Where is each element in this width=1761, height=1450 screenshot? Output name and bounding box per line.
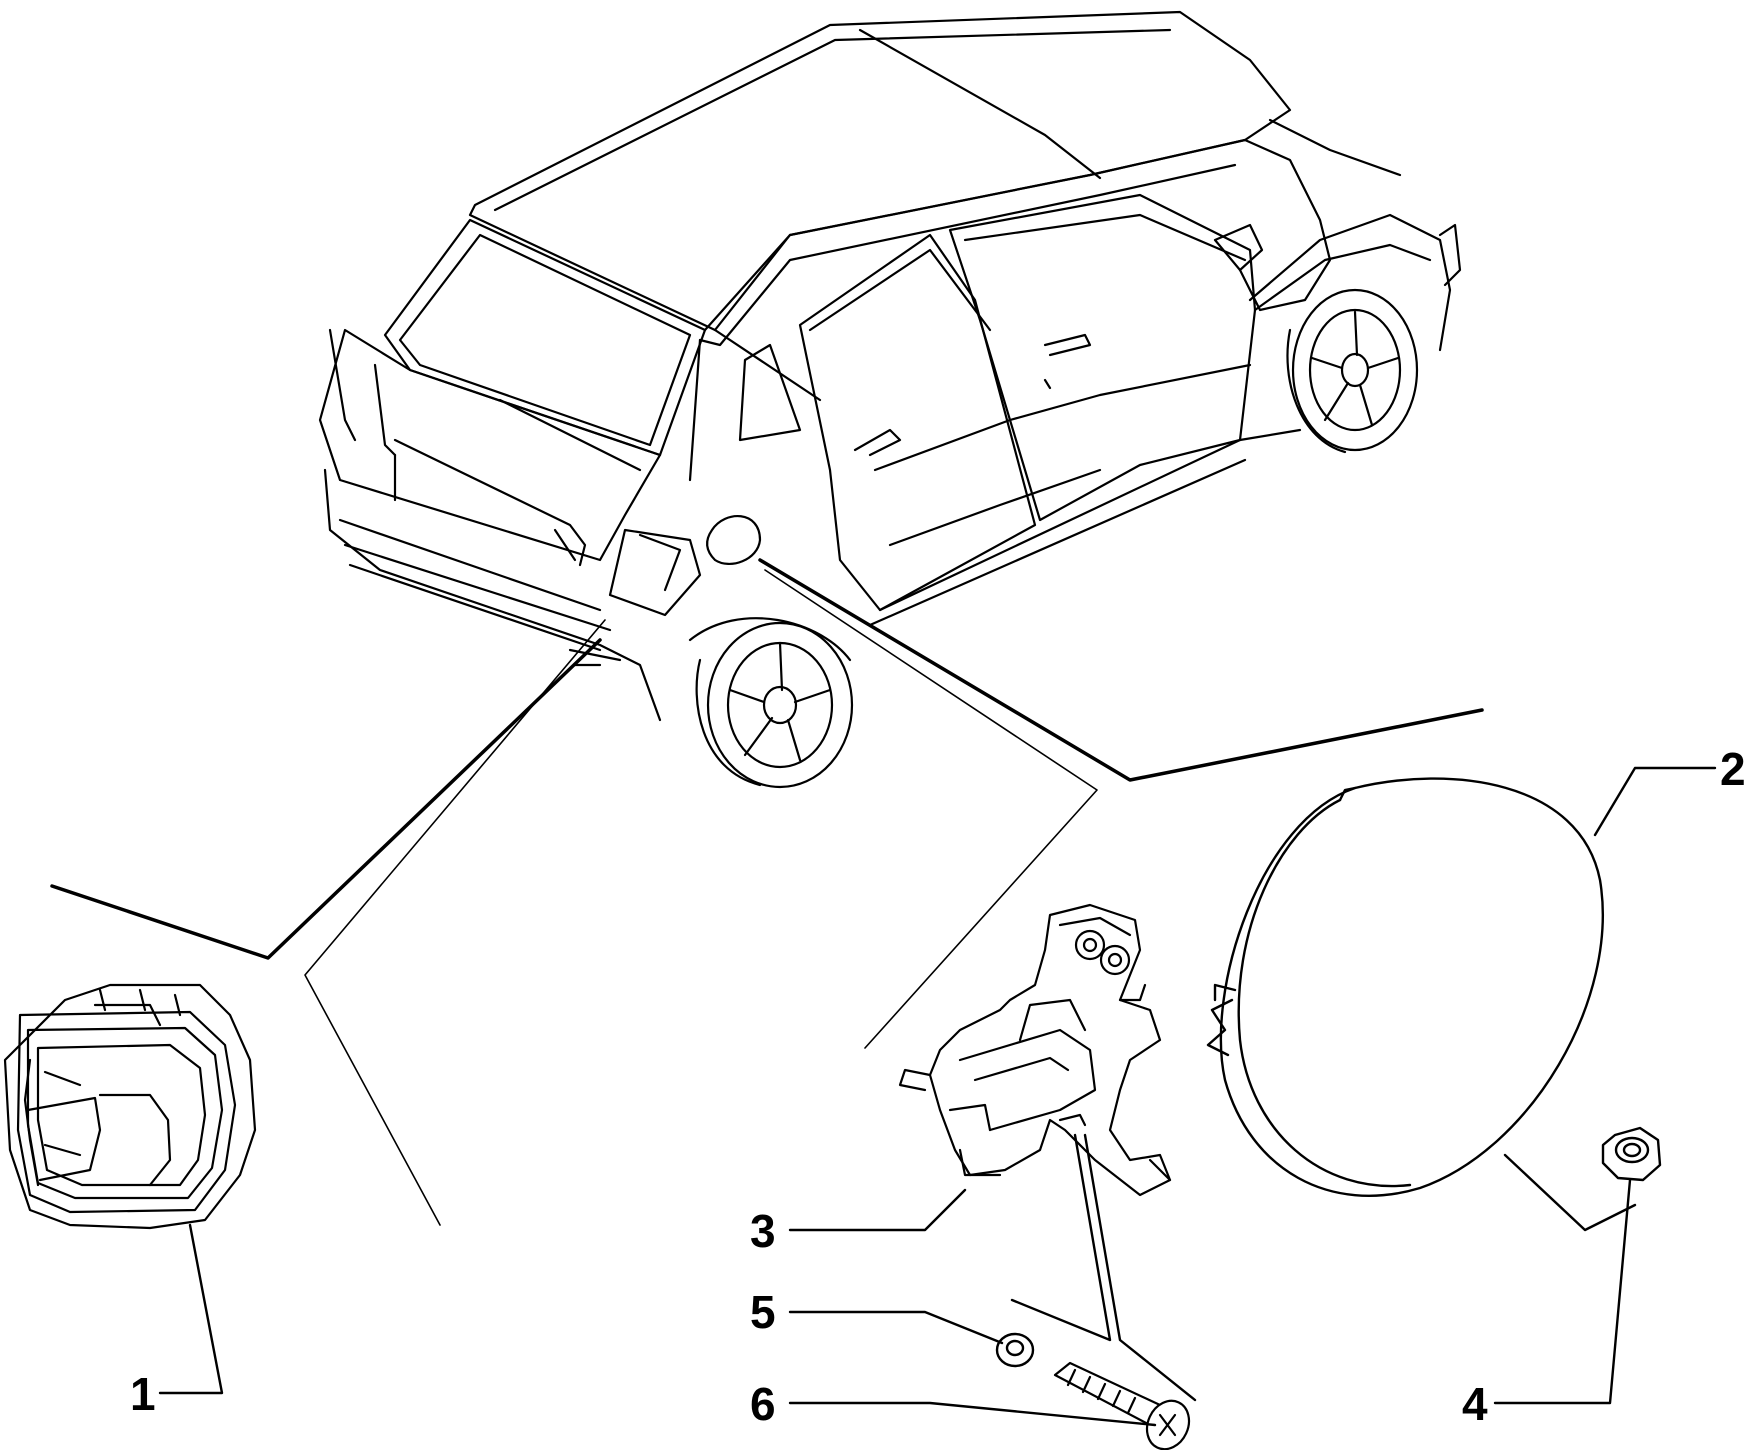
callout-leaders xyxy=(158,766,1717,1427)
screw xyxy=(1053,1361,1191,1450)
car-illustration xyxy=(318,10,1462,789)
nut xyxy=(1601,1126,1662,1182)
callout-6: 6 xyxy=(750,1378,776,1430)
callout-2: 2 xyxy=(1720,743,1746,795)
callout-4: 4 xyxy=(1462,1378,1488,1430)
callout-1: 1 xyxy=(130,1368,156,1420)
callout-5: 5 xyxy=(750,1286,776,1338)
washer xyxy=(995,1332,1035,1368)
fuel-flap-door xyxy=(1206,777,1604,1197)
fuel-filler-housing xyxy=(3,983,257,1230)
callout-3: 3 xyxy=(750,1205,776,1257)
flap-hinge-actuator xyxy=(898,903,1172,1197)
leader-lines xyxy=(50,558,1484,1226)
